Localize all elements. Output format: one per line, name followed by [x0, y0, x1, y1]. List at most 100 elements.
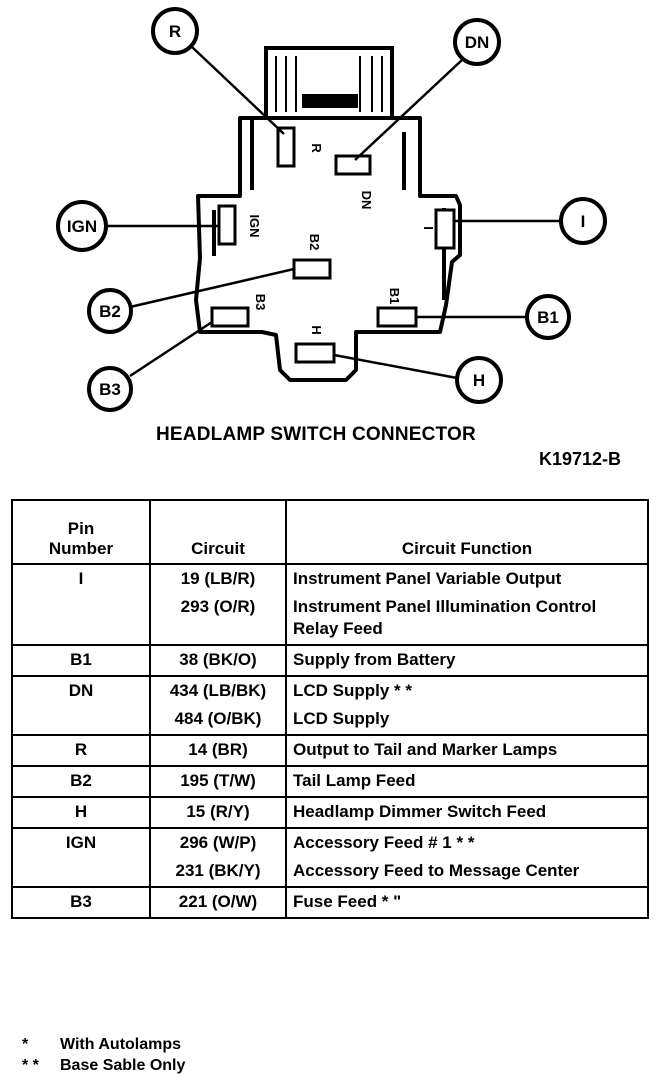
- callout-h: H: [455, 356, 503, 404]
- cell-circuit: 221 (O/W): [149, 886, 287, 919]
- callout-b2: B2: [87, 288, 133, 334]
- footnote-text: With Autolamps: [60, 1036, 182, 1053]
- circuit-function-text: Supply from Battery: [293, 650, 456, 669]
- circuit-code: 484 (O/BK): [174, 709, 262, 728]
- cell-circuit-function: Headlamp Dimmer Switch Feed: [285, 796, 649, 829]
- circuit-code: 296 (W/P): [179, 833, 257, 852]
- circuit-code: 231 (BK/Y): [175, 861, 261, 880]
- circuit-function-text: Accessory Feed to Message Center: [293, 861, 580, 880]
- header-pin-line1: Pin: [67, 519, 95, 538]
- circuit-function-text: LCD Supply * *: [293, 681, 413, 700]
- cell-pin-number: B2: [11, 765, 151, 798]
- svg-text:B2: B2: [99, 302, 121, 321]
- cell-circuit: 15 (R/Y): [149, 796, 287, 829]
- circuit-code: 19 (LB/R): [180, 569, 256, 588]
- pin-terminal-ign: [217, 204, 237, 246]
- svg-text:R: R: [169, 22, 181, 41]
- figure-id: K19712-B: [539, 449, 622, 469]
- pin-terminal-dn: [334, 154, 372, 176]
- cell-circuit: 434 (LB/BK) 484 (O/BK): [149, 675, 287, 736]
- svg-text:DN: DN: [465, 33, 490, 52]
- pin-label-i: I: [421, 226, 436, 230]
- circuit-code: 14 (BR): [188, 740, 248, 759]
- header-pin-number: Pin Number: [11, 499, 151, 565]
- connector-latch: [264, 46, 394, 118]
- pin-label-b2: B2: [307, 234, 322, 251]
- footnote-item: * * Base Sable Only: [22, 1055, 185, 1076]
- pin-terminal-b2: [292, 258, 332, 280]
- callout-dn: DN: [453, 18, 501, 66]
- table-row: B1 38 (BK/O) Supply from Battery: [11, 644, 649, 677]
- circuit-function-text: Accessory Feed # 1 * *: [293, 833, 475, 852]
- callout-i: I: [559, 197, 607, 245]
- footnote-mark: *: [22, 1036, 29, 1053]
- cell-circuit-function: Fuse Feed * ": [285, 886, 649, 919]
- pin-label-ign: IGN: [247, 214, 262, 237]
- pin-terminal-h: [294, 342, 336, 364]
- footnotes: * With Autolamps * * Base Sable Only: [22, 1034, 185, 1076]
- footnote-item: * With Autolamps: [22, 1034, 185, 1055]
- callout-b1: B1: [525, 294, 571, 340]
- table-body: I 19 (LB/R) 293 (O/R) Instrument Panel Vari…: [11, 563, 649, 919]
- circuit-code: 195 (T/W): [180, 771, 256, 790]
- cell-pin-number: DN: [11, 675, 151, 736]
- pin-terminal-b1: [376, 306, 418, 328]
- table-row: I 19 (LB/R) 293 (O/R) Instrument Panel Vari…: [11, 563, 649, 646]
- pin-terminal-r: [276, 126, 296, 168]
- connector-diagram: R DN IGN I B2 B3 B1 H R DN IGN I B2 B1: [56, 7, 607, 412]
- table-row: IGN 296 (W/P) 231 (BK/Y) Accessory Feed # 1…: [11, 827, 649, 888]
- svg-text:H: H: [473, 371, 485, 390]
- cell-circuit-function: Supply from Battery: [285, 644, 649, 677]
- cell-pin-number: B1: [11, 644, 151, 677]
- svg-text:B1: B1: [537, 308, 559, 327]
- pin-terminal-b3: [210, 306, 250, 328]
- callout-b3: B3: [87, 366, 133, 412]
- cell-circuit-function: Accessory Feed # 1 * * Accessory Feed to …: [285, 827, 649, 888]
- cell-circuit: 14 (BR): [149, 734, 287, 767]
- cell-circuit-function: Output to Tail and Marker Lamps: [285, 734, 649, 767]
- cell-circuit: 19 (LB/R) 293 (O/R): [149, 563, 287, 646]
- cell-pin-number: IGN: [11, 827, 151, 888]
- circuit-function-text: Tail Lamp Feed: [293, 771, 416, 790]
- footnote-mark: * *: [22, 1057, 39, 1074]
- cell-circuit: 195 (T/W): [149, 765, 287, 798]
- cell-circuit: 38 (BK/O): [149, 644, 287, 677]
- pin-label-b1: B1: [387, 288, 402, 305]
- table-header-row: Pin Number Circuit Circuit Function: [11, 499, 649, 565]
- pin-label-dn: DN: [359, 191, 374, 210]
- header-circuit: Circuit: [149, 499, 287, 565]
- cell-pin-number: B3: [11, 886, 151, 919]
- cell-circuit-function: Tail Lamp Feed: [285, 765, 649, 798]
- circuit-function-text: Fuse Feed * ": [293, 892, 402, 911]
- cell-circuit: 296 (W/P) 231 (BK/Y): [149, 827, 287, 888]
- circuit-function-text: LCD Supply: [293, 709, 390, 728]
- pin-label-h: H: [309, 325, 324, 334]
- circuit-code: 221 (O/W): [178, 892, 258, 911]
- diagram-caption: HEADLAMP SWITCH CONNECTOR: [156, 424, 476, 445]
- svg-text:I: I: [581, 212, 586, 231]
- circuit-code: 38 (BK/O): [179, 650, 257, 669]
- pin-label-r: R: [309, 143, 324, 153]
- header-circuit-function: Circuit Function: [285, 499, 649, 565]
- circuit-code: 434 (LB/BK): [169, 681, 267, 700]
- table-row: B2 195 (T/W) Tail Lamp Feed: [11, 765, 649, 798]
- circuit-code: 15 (R/Y): [186, 802, 250, 821]
- circuit-function-text: Headlamp Dimmer Switch Feed: [293, 802, 547, 821]
- cell-circuit-function: LCD Supply * * LCD Supply: [285, 675, 649, 736]
- footnote-text: Base Sable Only: [60, 1057, 186, 1074]
- pin-label-b3: B3: [253, 294, 268, 311]
- circuit-code: 293 (O/R): [180, 597, 256, 616]
- circuit-function-text: Output to Tail and Marker Lamps: [293, 740, 558, 759]
- cell-pin-number: I: [11, 563, 151, 646]
- table-row: B3 221 (O/W) Fuse Feed * ": [11, 886, 649, 919]
- circuit-function-text: Instrument Panel Illumination Control Re…: [293, 597, 597, 638]
- callout-r: R: [151, 7, 199, 55]
- circuit-function-text: Instrument Panel Variable Output: [293, 569, 562, 588]
- callout-ign: IGN: [56, 200, 108, 252]
- header-pin-line2: Number: [48, 539, 114, 558]
